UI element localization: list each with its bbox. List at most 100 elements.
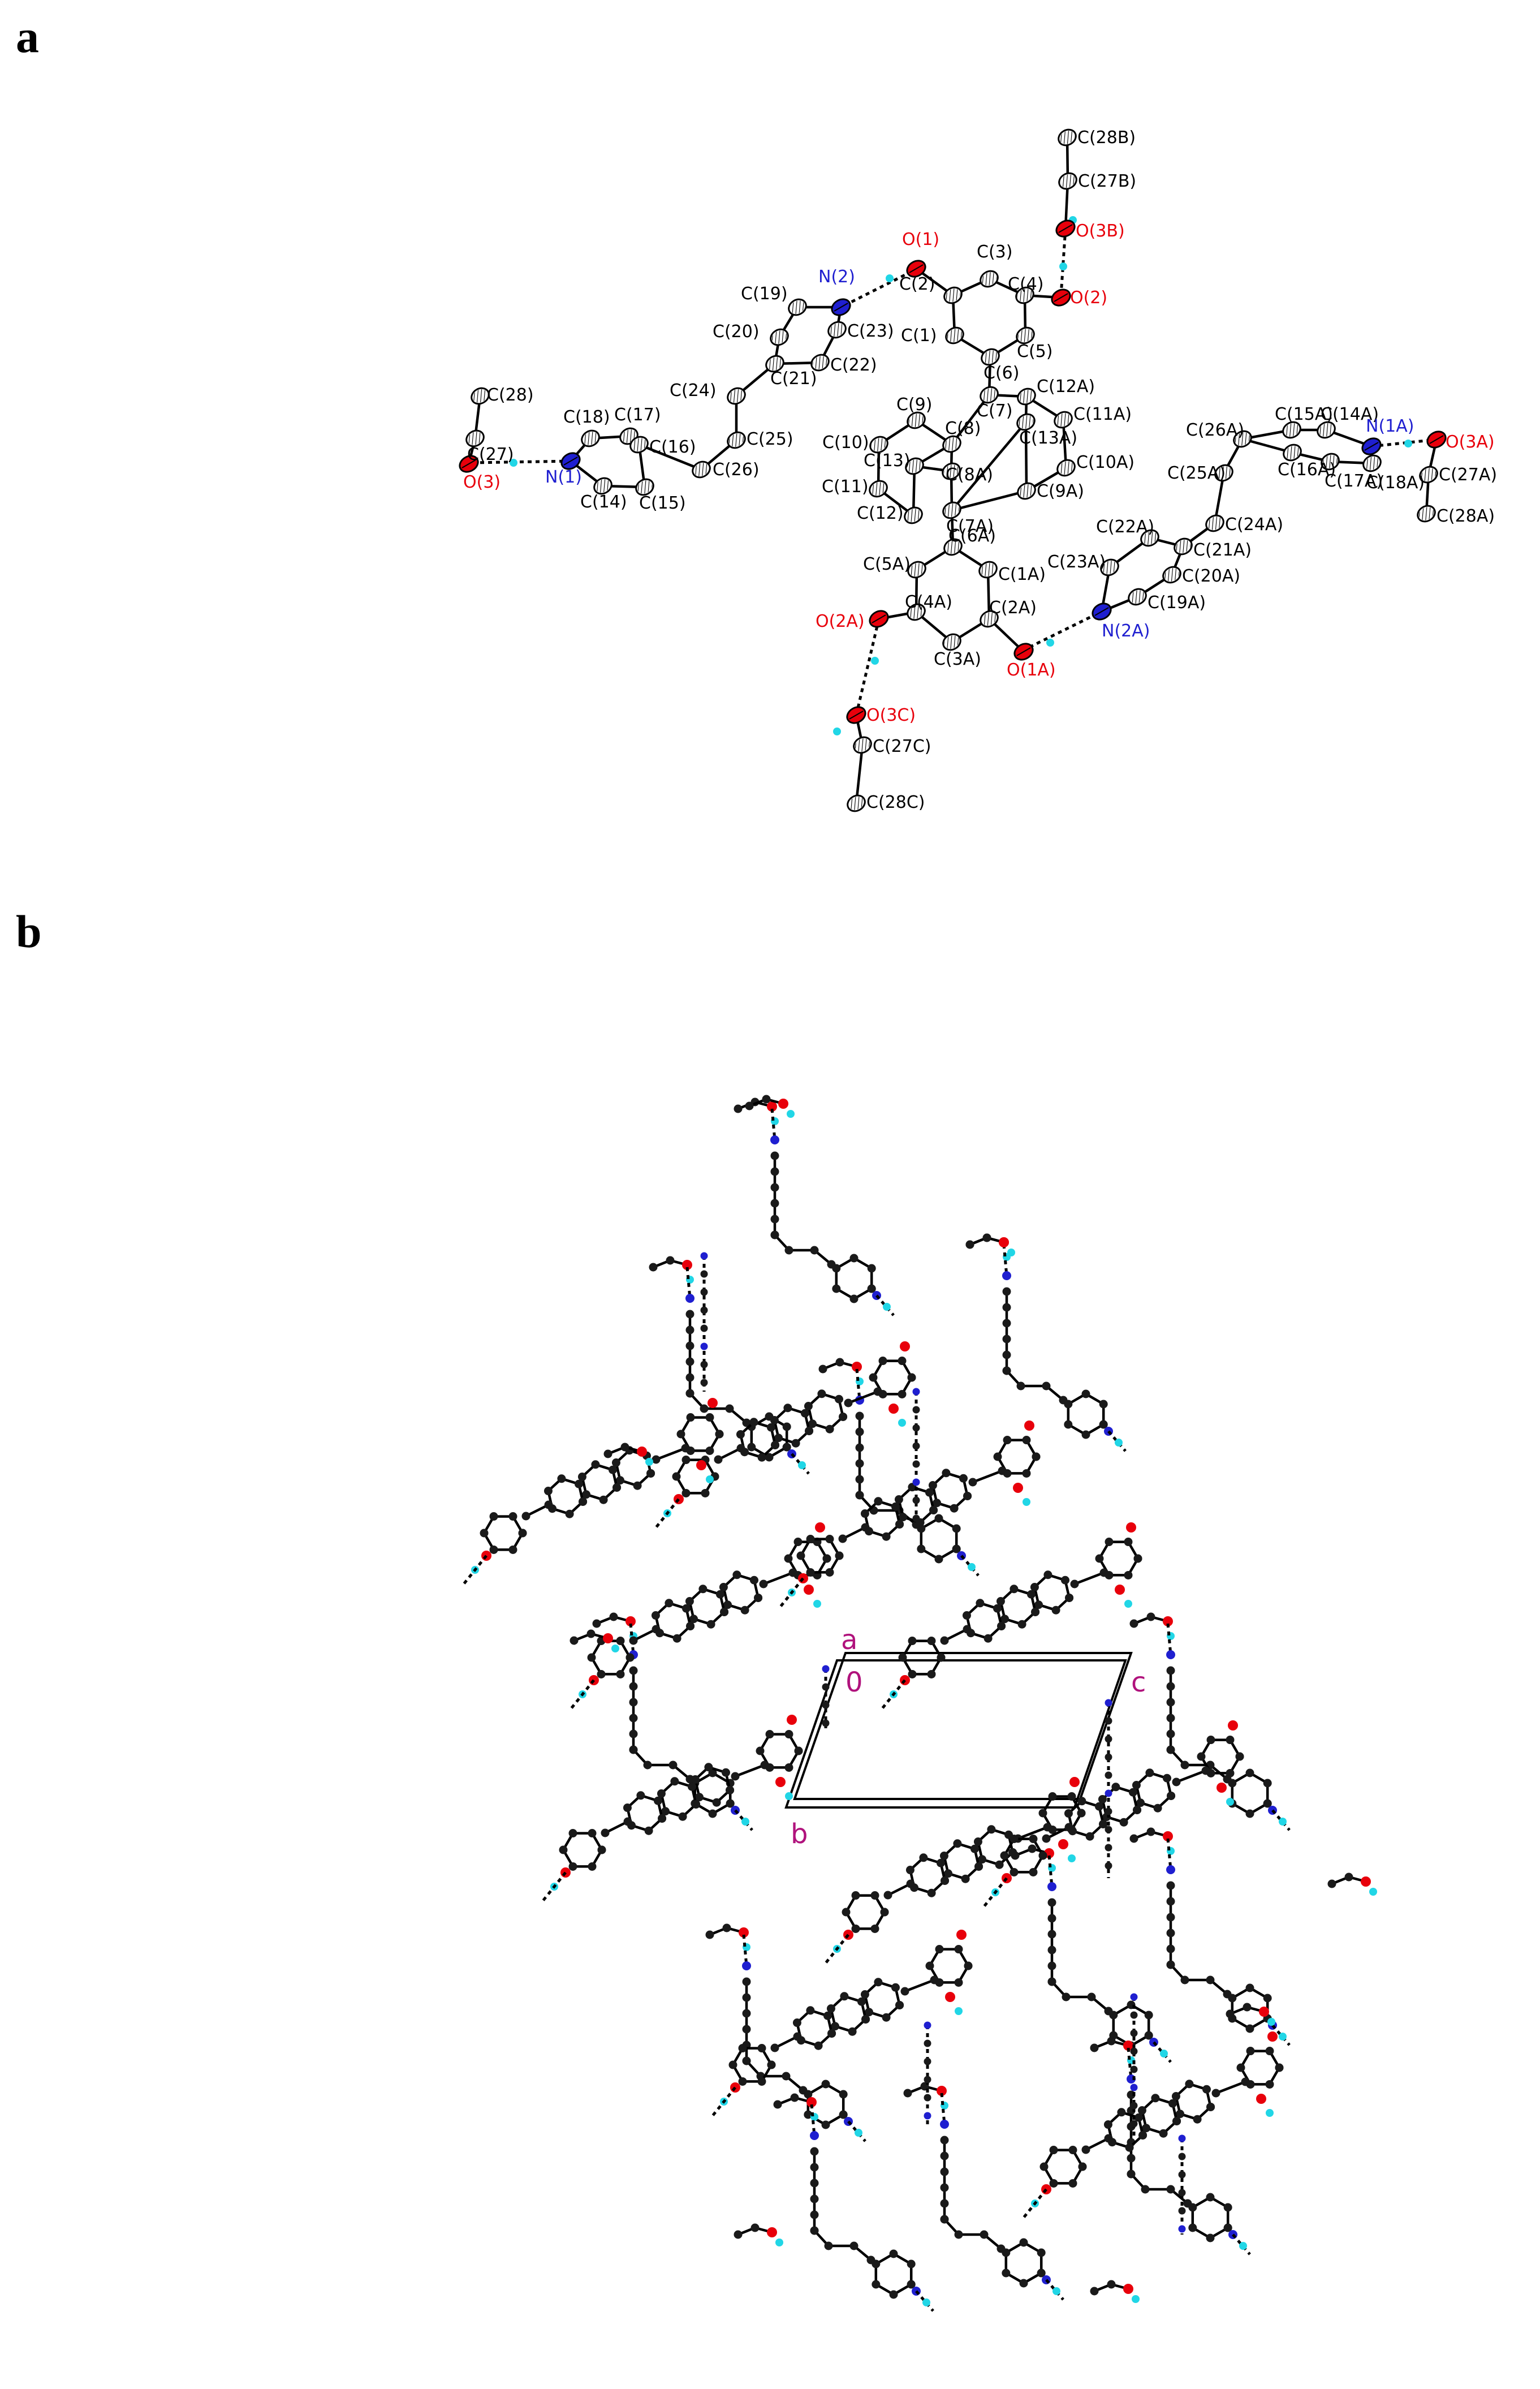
packing-atom (1105, 1789, 1112, 1797)
packing-atom (1151, 2094, 1160, 2103)
packing-atom (869, 1373, 878, 1382)
atom-c28c (847, 794, 866, 812)
packing-atom (782, 2072, 791, 2081)
packing-bond (1231, 1771, 1269, 1815)
packing-atom (771, 1440, 780, 1449)
atom-n2 (831, 298, 851, 316)
atom-o3a (1426, 431, 1447, 449)
hydrogen-atom (510, 459, 517, 467)
atom-c10a (1056, 459, 1076, 477)
packing-atom (698, 1585, 708, 1594)
packing-atom (586, 1629, 596, 1638)
packing-atom (814, 2041, 823, 2050)
packing-atom (767, 2060, 776, 2069)
packing-atom (1133, 1554, 1142, 1563)
packing-atom (676, 1430, 685, 1439)
packing-atom (822, 1701, 830, 1709)
packing-atom (1180, 1760, 1189, 1770)
packing-atom (685, 1373, 694, 1382)
packing-atom (1201, 1766, 1210, 1775)
atom-c11a (1054, 411, 1073, 429)
atom-o1 (906, 260, 926, 278)
packing-atom (681, 1604, 691, 1613)
packing-atom (1017, 1620, 1026, 1629)
packing-atom (912, 1388, 920, 1396)
packing-atom (1099, 1819, 1108, 1828)
packing-atom (1022, 1436, 1031, 1445)
packing-hbond (629, 1623, 635, 1655)
packing-atom (738, 2044, 747, 2053)
packing-atom (1223, 2223, 1232, 2232)
packing-atom (767, 2227, 777, 2237)
packing-atom (1105, 1735, 1112, 1743)
packing-hbond (685, 1267, 692, 1299)
packing-atom (1078, 2162, 1087, 2171)
packing-atom (1130, 2120, 1138, 2128)
packing-atom (804, 1402, 813, 1411)
packing-atom (1002, 1350, 1011, 1359)
atom-c9 (907, 411, 926, 429)
packing-atom (657, 1789, 666, 1798)
packing-atom (937, 1653, 946, 1662)
packing-atom (855, 1475, 864, 1484)
packing-atom (964, 1961, 973, 1970)
atom-c5 (1016, 326, 1035, 345)
packing-atom (701, 1488, 710, 1497)
atom-c8 (942, 435, 961, 453)
packing-hbond (1127, 2047, 1133, 2080)
packing-atom (874, 1497, 883, 1506)
packing-atom (661, 1807, 670, 1816)
packing-atom (649, 1263, 658, 1272)
atom-label-c15a: C(15A) (1275, 404, 1333, 424)
packing-atom (810, 2210, 819, 2219)
packing-atom (1090, 2043, 1099, 2052)
packing-atom (823, 2011, 832, 2020)
atom-label-c9: C(9) (896, 395, 932, 415)
packing-atom (822, 1683, 830, 1691)
packing-atom (912, 1496, 920, 1504)
packing-atom (1259, 2007, 1269, 2017)
packing-atom (842, 1908, 851, 1917)
packing-bond (482, 1515, 524, 1551)
packing-atom (810, 1246, 819, 1255)
atom-label-c11a: C(11A) (1073, 404, 1132, 424)
packing-atom (1068, 2179, 1077, 2188)
packing-atom (827, 2029, 836, 2038)
packing-atom (1109, 2011, 1118, 2020)
packing-atom (1166, 1865, 1175, 1874)
packing-atom (997, 1621, 1006, 1630)
packing-atom (1178, 2189, 1186, 2197)
packing-atom (857, 1997, 866, 2006)
packing-atom (521, 1512, 530, 1521)
packing-atom (912, 1406, 920, 1414)
packing-atom (543, 1487, 553, 1496)
packing-bond (848, 1390, 878, 1405)
packing-atom (1226, 1798, 1234, 1806)
atom-c1 (945, 326, 964, 345)
atom-o2 (1051, 289, 1071, 307)
packing-atom (1105, 1807, 1112, 1815)
packing-hbond (711, 2086, 736, 2117)
packing-atom (629, 1698, 638, 1707)
packing-atom (825, 1568, 834, 1577)
atom-label-c21: C(21) (770, 369, 817, 389)
packing-atom (1153, 1803, 1162, 1813)
atom-c16a (1283, 444, 1302, 462)
packing-bond (1176, 1769, 1206, 1784)
atom-label-c20: C(20) (713, 322, 760, 342)
packing-bond (813, 2229, 872, 2261)
packing-atom (954, 2230, 963, 2239)
packing-atom (1130, 2065, 1138, 2073)
packing-atom (762, 1095, 771, 1104)
packing-bond (689, 1392, 748, 1424)
packing-atom (740, 1605, 749, 1615)
packing-bond (1004, 2241, 1043, 2285)
cell-origin-label: 0 (846, 1667, 863, 1698)
packing-atom (588, 1862, 597, 1871)
packing-atom (912, 1442, 920, 1450)
packing-atom (1060, 1576, 1069, 1585)
packing-atom (1099, 1400, 1108, 1409)
packing-atom (806, 2006, 815, 2015)
packing-atom (1171, 2092, 1180, 2101)
packing-atom (1105, 1538, 1114, 1547)
